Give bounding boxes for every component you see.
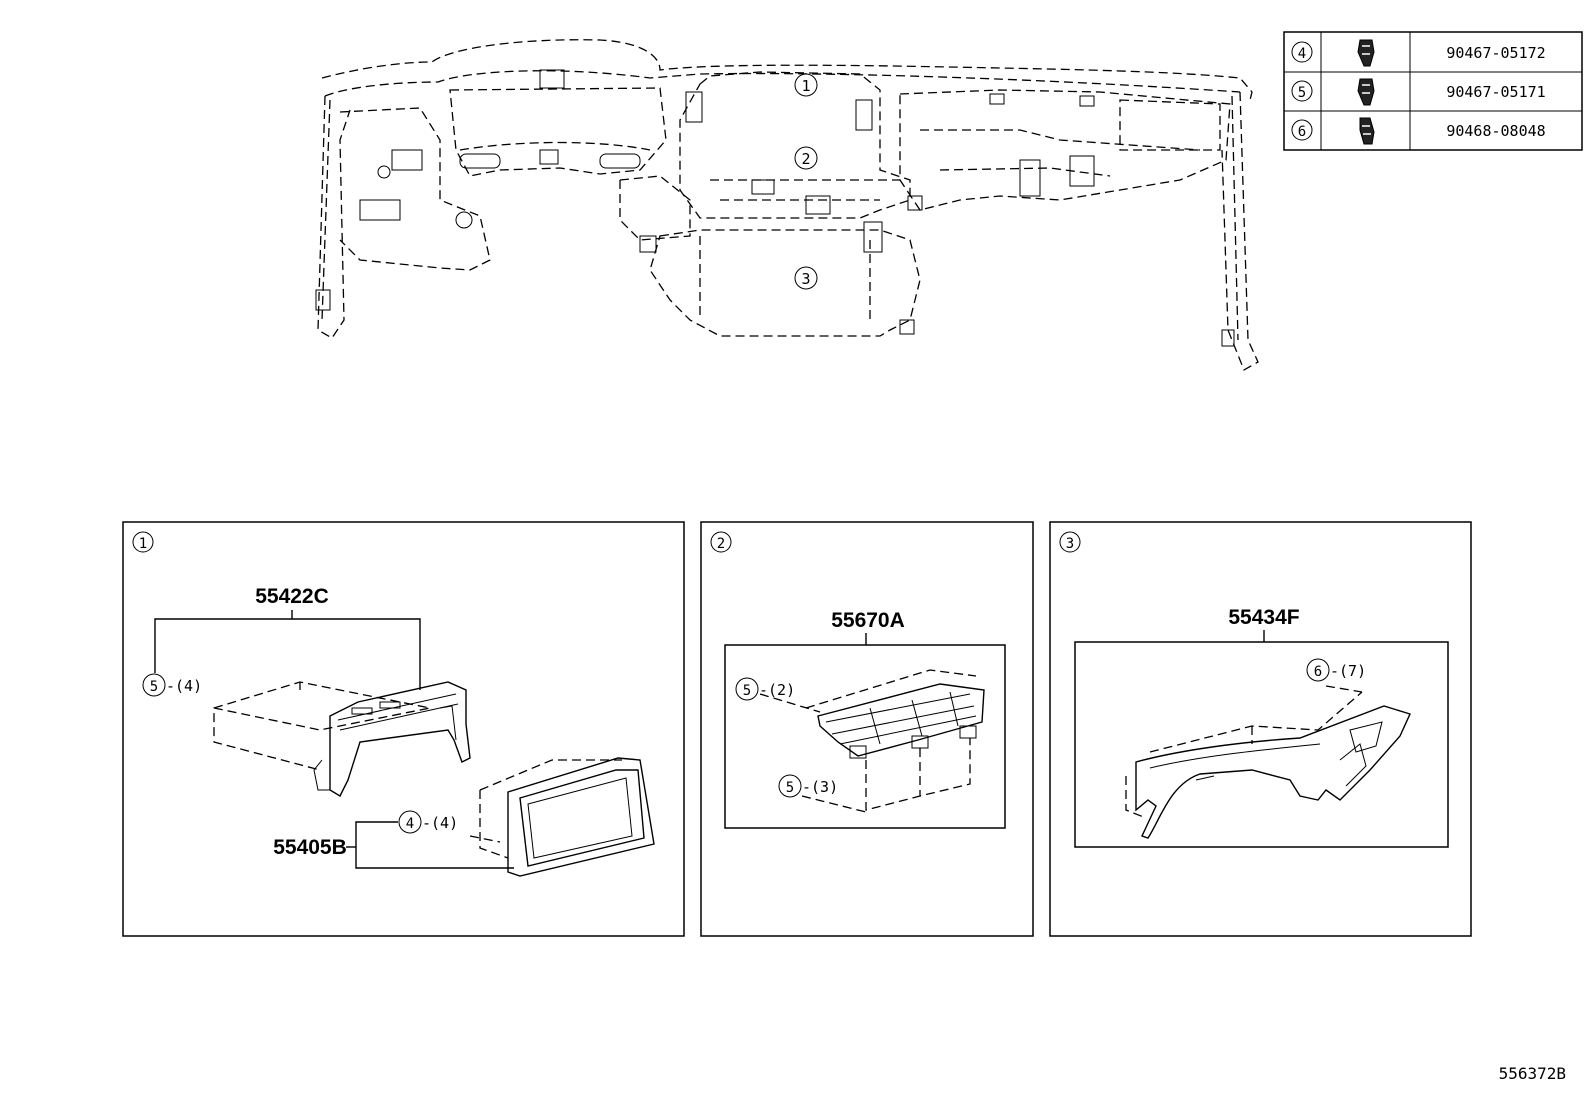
svg-text:3: 3 <box>801 270 810 288</box>
svg-text:-(4): -(4) <box>422 814 458 832</box>
fastener-row: 4 90467-05172 <box>1291 39 1546 67</box>
svg-text:6: 6 <box>1314 664 1322 680</box>
overview-callout-3: 3 <box>794 266 818 290</box>
svg-text:5: 5 <box>786 780 794 796</box>
detail-panel-2: 2 55670A 5 -(2) 5 -(3) <box>700 521 1034 937</box>
detail-panel-1: 1 55422C 5 -(4) <box>122 521 685 937</box>
svg-text:1: 1 <box>801 77 810 95</box>
part-label-55422C: 55422C <box>255 585 329 608</box>
part-label-55434F: 55434F <box>1228 606 1299 629</box>
svg-text:5: 5 <box>743 683 751 699</box>
trim-55434F-drawing <box>1125 685 1411 839</box>
svg-text:1: 1 <box>139 536 147 552</box>
clip-icon <box>1357 78 1375 106</box>
svg-text:2: 2 <box>717 536 725 552</box>
fastener-row: 6 90468-08048 <box>1291 117 1546 145</box>
callout-5: 5 -(4) <box>142 673 202 697</box>
part-label-55405B: 55405B <box>273 836 347 859</box>
dashboard-overview-drawing <box>315 39 1259 371</box>
clip-icon <box>1359 117 1375 145</box>
svg-text:-(3): -(3) <box>802 778 838 796</box>
diagram-id: 556372B <box>1499 1064 1566 1083</box>
overview-callout-2: 2 <box>794 146 818 170</box>
svg-text:2: 2 <box>801 150 810 168</box>
fastener-table: 4 90467-05172 5 90467-05171 6 <box>1283 31 1583 151</box>
part-label-55670A: 55670A <box>831 609 905 632</box>
vent-55670A-drawing <box>759 669 985 813</box>
callout-6: 6 -(7) <box>1306 658 1366 682</box>
svg-text:6: 6 <box>1298 124 1306 140</box>
svg-text:90467-05172: 90467-05172 <box>1446 44 1545 62</box>
svg-text:-(7): -(7) <box>1330 662 1366 680</box>
callout-5: 5 -(3) <box>778 774 838 798</box>
svg-text:3: 3 <box>1066 536 1074 552</box>
svg-text:90468-08048: 90468-08048 <box>1446 122 1545 140</box>
svg-text:4: 4 <box>406 816 414 832</box>
svg-text:90467-05171: 90467-05171 <box>1446 83 1545 101</box>
svg-text:-(4): -(4) <box>166 677 202 695</box>
bracket-55422C-drawing <box>313 681 471 797</box>
overview-callout-1: 1 <box>794 73 818 97</box>
callout-4: 4 -(4) <box>398 810 458 834</box>
callout-5: 5 -(2) <box>735 677 795 701</box>
svg-text:5: 5 <box>1298 85 1306 101</box>
detail-panel-3: 3 55434F 6 -(7) <box>1049 521 1472 937</box>
frame-55405B-drawing <box>479 757 655 877</box>
fastener-row: 5 90467-05171 <box>1291 78 1546 106</box>
svg-text:5: 5 <box>150 679 158 695</box>
svg-text:-(2): -(2) <box>759 681 795 699</box>
svg-text:4: 4 <box>1298 46 1306 62</box>
clip-icon <box>1357 39 1375 67</box>
